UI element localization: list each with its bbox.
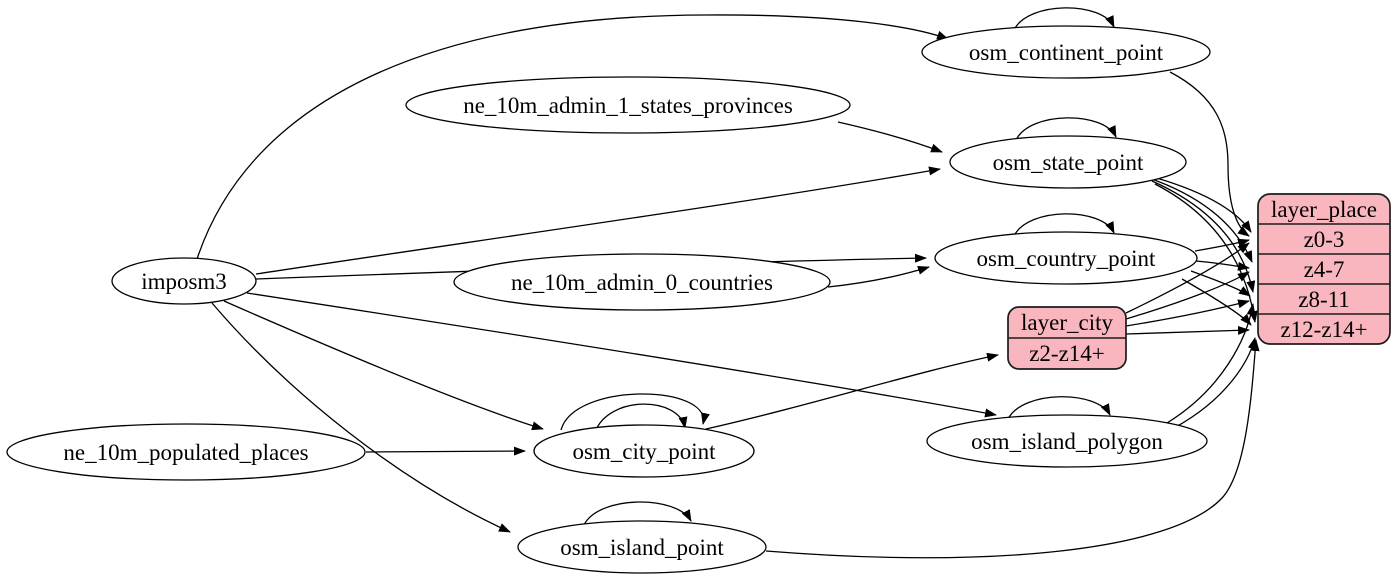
node-ne_10m_populated_places-label: ne_10m_populated_places: [63, 440, 308, 465]
node-osm_state_point: osm_state_point: [949, 135, 1187, 189]
node-ne_10m_populated_places-shape: [6, 423, 366, 481]
node-ne_10m_admin_0_countries: ne_10m_admin_0_countries: [453, 253, 831, 311]
node-osm_state_point-shape: [949, 135, 1187, 189]
node-layer_place-row-z8-11: z8-11: [1298, 287, 1350, 312]
edge-ne_10m_admin_0_countries-to-osm_country_point: [827, 265, 930, 288]
node-osm_island_polygon-shape: [926, 414, 1208, 468]
edge-osm_city_point-self-loop-inner: [594, 403, 688, 433]
node-layer_place-shape: [1257, 193, 1391, 345]
node-osm_island_point: osm_island_point: [517, 520, 767, 574]
node-layer_place-row-z12-z14: z12-z14+: [1280, 317, 1367, 342]
node-osm_country_point: osm_country_point: [934, 231, 1198, 285]
edge-imposm3-to-osm_island_point: [211, 302, 511, 533]
node-imposm3-label: imposm3: [141, 269, 227, 294]
edge-osm_city_point-to-layer_city-z2-z14: [705, 352, 999, 430]
edge-osm_country_point-to-layer_place-z0-3: [1194, 238, 1250, 252]
edge-osm_continent_point-to-layer_place-z0-3: [1169, 71, 1250, 237]
node-layer_place: layer_place z0-3 z4-7 z8-11 z12-z14+: [1257, 193, 1391, 345]
node-layer_place-title: layer_place: [1271, 197, 1377, 222]
node-imposm3-shape: [111, 257, 257, 305]
edge-layer_city-to-layer_place-z8-11: [1125, 299, 1250, 327]
edge-imposm3-to-osm_city_point: [223, 300, 544, 431]
node-ne_10m_populated_places: ne_10m_populated_places: [6, 423, 366, 481]
node-layer_city-title: layer_city: [1021, 310, 1113, 335]
node-osm_continent_point-label: osm_continent_point: [969, 40, 1164, 65]
node-ne_10m_admin_0_countries-label: ne_10m_admin_0_countries: [511, 270, 773, 295]
edge-osm_state_point-self-loop: [1015, 117, 1117, 141]
node-osm_island_polygon: osm_island_polygon: [926, 414, 1208, 468]
edge-layer_city-to-layer_place-z12-z14: [1125, 325, 1250, 335]
node-osm_continent_point-shape: [921, 25, 1211, 79]
node-osm_country_point-shape: [934, 231, 1198, 285]
edge-osm_country_point-self-loop: [1013, 213, 1115, 237]
node-layer_place-row-z0-3: z0-3: [1304, 227, 1345, 252]
edge-layer_city-to-layer_place-z4-7: [1125, 271, 1250, 320]
edge-osm_country_point-to-layer_place-z12-z14: [1181, 278, 1252, 326]
edge-imposm3-to-osm_state_point: [255, 166, 941, 275]
node-osm_island_point-shape: [517, 520, 767, 574]
node-osm_city_point: osm_city_point: [533, 424, 755, 478]
node-layer_city: layer_city z2-z14+: [1007, 306, 1127, 370]
edge-imposm3-to-osm_island_polygon: [246, 292, 997, 418]
node-layer_city-row-z2-z14: z2-z14+: [1029, 341, 1105, 366]
edge-layer: [196, 7, 1260, 559]
node-osm_island_polygon-label: osm_island_polygon: [971, 429, 1163, 454]
edge-ne_10m_populated_places-to-osm_city_point: [365, 446, 526, 456]
edge-osm_state_point-to-layer_place-z4-7: [1148, 177, 1253, 263]
edge-ne_10m_admin_1_states_provinces-to-osm_state_point: [837, 121, 943, 153]
node-osm_state_point-label: osm_state_point: [993, 150, 1144, 175]
edge-osm_island_polygon-self-loop: [1007, 396, 1111, 420]
node-osm_city_point-label: osm_city_point: [572, 439, 716, 464]
edge-osm_state_point-to-layer_place-z0-3: [1145, 174, 1252, 233]
node-ne_10m_admin_1_states_provinces-shape: [405, 76, 851, 134]
edge-imposm3-to-osm_continent_point: [196, 14, 949, 260]
node-imposm3: imposm3: [111, 257, 257, 305]
edge-osm_state_point-to-layer_place-z8-11: [1151, 180, 1256, 293]
node-osm_continent_point: osm_continent_point: [921, 25, 1211, 79]
edge-osm_state_point-to-layer_place-z12-z14: [1154, 183, 1258, 323]
edge-osm_island_polygon-to-layer_place-z8-11: [1166, 303, 1256, 424]
node-osm_island_point-label: osm_island_point: [560, 535, 724, 560]
node-ne_10m_admin_0_countries-shape: [453, 253, 831, 311]
edge-osm_island_point-to-layer_place-z12-z14: [765, 339, 1260, 559]
edge-osm_country_point-to-layer_place-z8-11: [1190, 270, 1251, 297]
node-osm_city_point-shape: [533, 424, 755, 478]
edge-osm_continent_point-self-loop: [1013, 7, 1115, 31]
edge-osm_island_point-self-loop: [583, 501, 692, 526]
node-ne_10m_admin_1_states_provinces: ne_10m_admin_1_states_provinces: [405, 76, 851, 134]
edge-osm_city_point-self-loop-outer: [560, 393, 710, 431]
node-layer_place-row-z4-7: z4-7: [1304, 257, 1345, 282]
node-osm_country_point-label: osm_country_point: [977, 246, 1156, 271]
node-ne_10m_admin_1_states_provinces-label: ne_10m_admin_1_states_provinces: [463, 93, 793, 118]
